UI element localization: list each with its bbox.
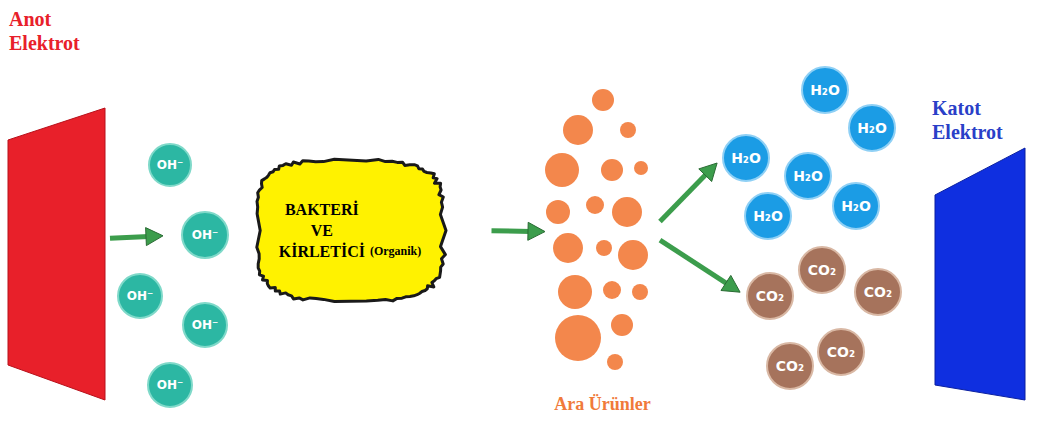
particle (586, 196, 604, 214)
particle (603, 281, 621, 299)
arrow-head (528, 222, 545, 240)
flow-arrow (660, 240, 740, 292)
particle (634, 161, 648, 175)
water-molecule: H₂O (744, 192, 792, 240)
carbon-dioxide-molecule: CO₂ (746, 272, 794, 320)
anode-electrode: Anot Elektrot (5, 3, 110, 405)
arrow-shaft (660, 173, 707, 221)
carbon-dioxide-molecule: CO₂ (766, 342, 814, 390)
molecule-label: CO₂ (756, 288, 784, 304)
particle (611, 314, 633, 336)
particle (596, 240, 612, 256)
molecule-label: CO₂ (827, 344, 855, 360)
water-molecule: H₂O (784, 152, 832, 200)
molecule-label: H₂O (857, 120, 887, 136)
particle (592, 89, 614, 111)
water-molecule: H₂O (801, 66, 849, 114)
carbon-dioxide-molecule: CO₂ (817, 328, 865, 376)
anode-plate (8, 108, 105, 400)
carbon-dioxide-molecule: CO₂ (798, 246, 846, 294)
molecule-label: H₂O (753, 208, 783, 224)
hydroxide-ion: OH⁻ (147, 362, 193, 408)
blob-outline (249, 153, 452, 308)
particle (607, 354, 623, 370)
hydroxide-ion: OH⁻ (148, 143, 192, 187)
molecule-label: H₂O (731, 150, 761, 166)
arrow-head (146, 228, 163, 246)
molecule-label: H₂O (793, 168, 823, 184)
intermediate-particles (545, 89, 648, 370)
flow-arrow (110, 228, 163, 246)
arrow-shaft (110, 236, 149, 238)
flow-arrow (492, 222, 546, 240)
hydroxide-ion: OH⁻ (117, 273, 163, 319)
water-molecule: H₂O (848, 104, 896, 152)
blob-shape (256, 159, 445, 301)
molecule-label: OH⁻ (127, 289, 154, 303)
electrode-label: Anot Elektrot (9, 7, 80, 55)
electrode-label: Katot Elektrot (932, 96, 1003, 144)
cathode-electrode: Katot Elektrot (928, 92, 1033, 405)
bacteria-pollutant-blob: BAKTERİ VE KİRLETİCİ(Organik) (249, 153, 452, 308)
molecule-label: OH⁻ (192, 228, 219, 242)
intermediate-products: Ara Ürünler (545, 82, 660, 422)
molecule-label: CO₂ (808, 262, 836, 278)
carbon-dioxide-molecule: CO₂ (854, 268, 902, 316)
hydroxide-ion: OH⁻ (181, 211, 229, 259)
particle (632, 284, 648, 300)
arrow-shaft (660, 240, 728, 285)
molecule-label: CO₂ (776, 358, 804, 374)
particle (545, 153, 579, 187)
particle (612, 197, 642, 227)
water-molecule: H₂O (722, 134, 770, 182)
arrow-head (699, 163, 717, 182)
molecule-label: CO₂ (864, 284, 892, 300)
particle (618, 240, 648, 270)
particle (553, 233, 583, 263)
arrow-head (721, 275, 740, 292)
particle (546, 200, 570, 224)
electrode-label: Ara Ürünler (554, 392, 650, 416)
water-molecule: H₂O (832, 182, 880, 230)
particle (620, 122, 636, 138)
blob-title: BAKTERİ VE KİRLETİCİ (279, 199, 365, 262)
blob-text-group: BAKTERİ VE KİRLETİCİ(Organik) (279, 199, 422, 262)
particle (555, 315, 601, 361)
molecule-label: OH⁻ (157, 378, 184, 392)
molecule-label: H₂O (810, 82, 840, 98)
particle (601, 159, 623, 181)
hydroxide-ion: OH⁻ (182, 302, 228, 348)
cathode-plate (935, 148, 1025, 400)
particle (558, 275, 592, 309)
flow-arrow (660, 163, 717, 221)
molecule-label: H₂O (841, 198, 871, 214)
molecule-label: OH⁻ (157, 158, 184, 172)
molecule-label: OH⁻ (192, 318, 219, 332)
particle (563, 115, 593, 145)
arrow-shaft (492, 228, 532, 234)
blob-note: (Organik) (370, 241, 421, 262)
